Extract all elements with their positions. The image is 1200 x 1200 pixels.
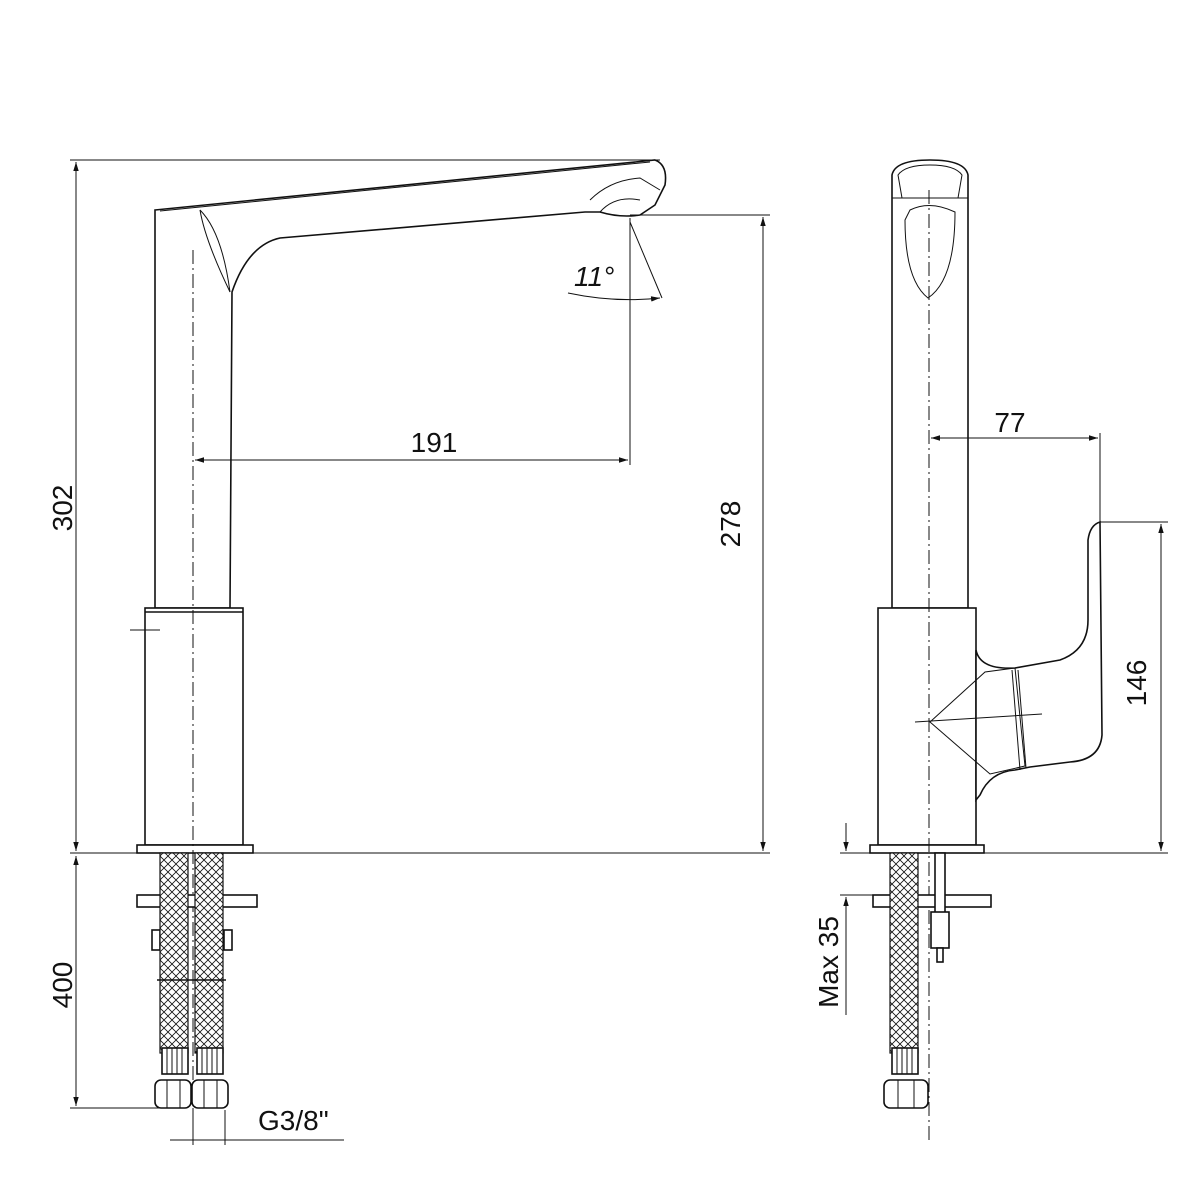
label-spout-angle: 11° — [574, 261, 614, 292]
label-total-height: 302 — [47, 485, 78, 532]
label-connection: G3/8" — [258, 1105, 329, 1136]
front-nut-left — [154, 1079, 192, 1109]
side-body — [877, 607, 977, 846]
side-spout — [891, 159, 969, 609]
front-hose-right — [194, 852, 224, 1054]
front-base-flange — [136, 844, 254, 854]
front-view — [70, 159, 770, 1145]
side-handle — [975, 520, 1103, 803]
label-handle-height: 146 — [1121, 660, 1152, 707]
side-hose — [889, 852, 919, 1054]
label-max-deck: Max 35 — [813, 916, 844, 1008]
front-spout — [154, 159, 667, 609]
side-view — [840, 159, 1168, 1140]
front-nut-right — [191, 1079, 229, 1109]
label-hose-length: 400 — [47, 962, 78, 1009]
label-spout-reach: 191 — [411, 427, 458, 458]
front-body — [144, 607, 244, 846]
label-handle-offset: 77 — [994, 407, 1025, 438]
side-base-flange — [869, 844, 985, 854]
side-nut — [883, 1079, 929, 1109]
label-spout-height: 278 — [715, 501, 746, 548]
front-hose-left — [159, 852, 189, 1054]
